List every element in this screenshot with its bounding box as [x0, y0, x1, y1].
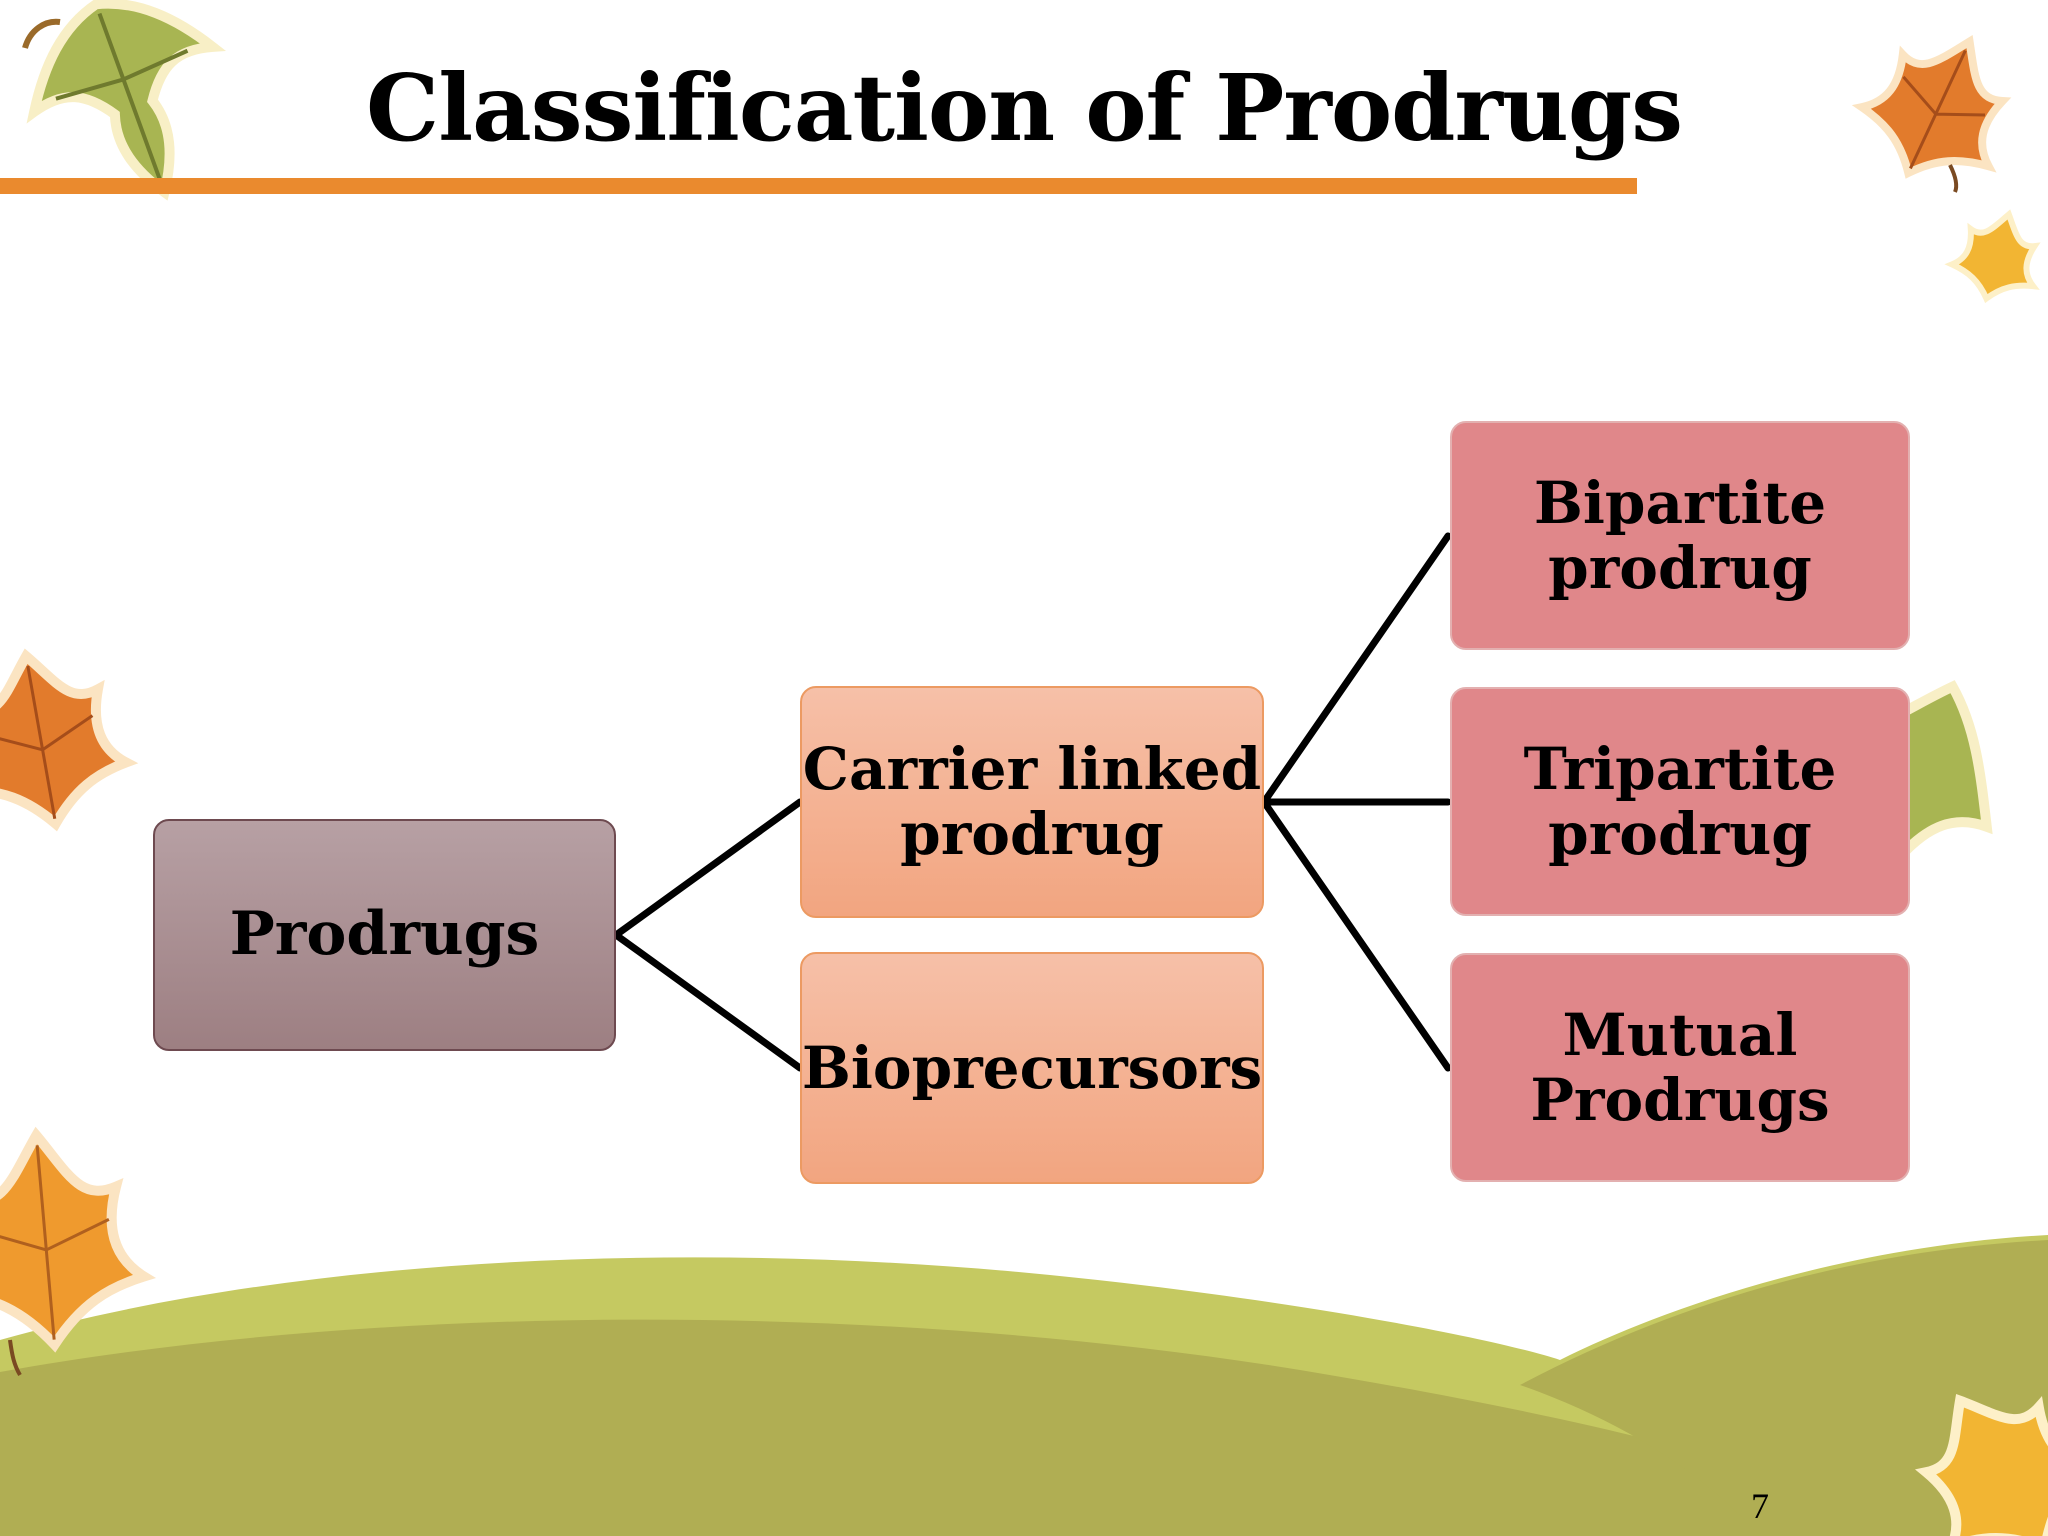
leaf-icon	[0, 648, 139, 832]
leaf-icon	[1851, 35, 2012, 179]
node-label-line2: prodrug	[1548, 533, 1812, 602]
node-carrier-linked-prodrug: Carrier linked prodrug	[800, 686, 1264, 918]
node-tripartite-prodrug: Tripartite prodrug	[1450, 687, 1910, 916]
node-label-line1: Carrier linked	[802, 735, 1262, 804]
page-title: Classification of Prodrugs	[366, 54, 1683, 162]
node-label-line2: Prodrugs	[1530, 1065, 1830, 1134]
node-label-line1: Tripartite	[1523, 734, 1837, 803]
node-label-line2: prodrug	[900, 800, 1164, 868]
hill-right-dark	[1520, 1240, 2048, 1536]
node-bioprecursors: Bioprecursors	[800, 952, 1264, 1184]
node-label-line2: prodrug	[1548, 799, 1812, 868]
node-label: Prodrugs	[229, 899, 540, 970]
node-label: Bioprecursors	[801, 1033, 1263, 1102]
node-mutual-prodrugs: Mutual Prodrugs	[1450, 953, 1910, 1182]
page-number: 7	[1751, 1486, 1769, 1526]
node-label-line1: Bipartite	[1533, 468, 1827, 537]
title-underline	[0, 178, 1637, 194]
leaf-icon	[1944, 209, 2041, 304]
leaf-icon	[1914, 1393, 2048, 1536]
leaf-icon	[0, 1126, 157, 1353]
hill-dark	[0, 1319, 1920, 1536]
node-prodrugs: Prodrugs	[153, 819, 616, 1051]
node-label-line1: Mutual	[1562, 1000, 1798, 1069]
node-bipartite-prodrug: Bipartite prodrug	[1450, 421, 1910, 650]
